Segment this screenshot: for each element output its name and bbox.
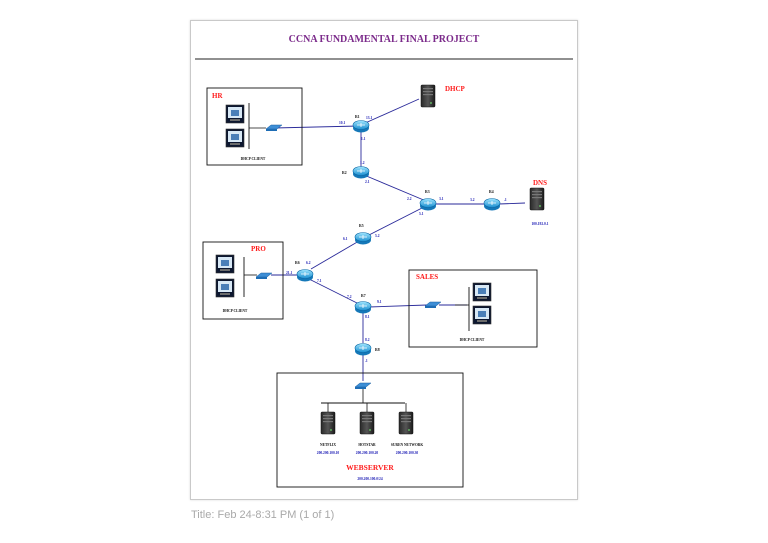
zone-pro: PRO DHCP CLIENT bbox=[202, 241, 284, 320]
if-r5-left: 6.1 bbox=[343, 237, 348, 241]
router-r7-icon bbox=[354, 301, 372, 314]
netflix-ip: 200.200.100.10 bbox=[317, 451, 340, 455]
hr-pc-1-icon bbox=[225, 104, 245, 124]
zone-pro-note: DHCP CLIENT bbox=[223, 309, 248, 313]
dns-ip: 100.192.0.1 bbox=[531, 222, 548, 226]
dhcp-server-icon bbox=[420, 84, 436, 108]
router-r4-icon bbox=[483, 198, 501, 211]
suren-network-ip: 200.200.100.30 bbox=[396, 451, 419, 455]
dhcp-server: DHCP bbox=[420, 84, 466, 108]
if-r6-down: 7.1 bbox=[317, 279, 322, 283]
hotstar-label: HOTSTAR bbox=[358, 443, 376, 447]
zone-webserver: NETFLIX HOTSTAR SUREN NETWORK 200.200.10… bbox=[276, 372, 464, 488]
router-r1-label: R1 bbox=[355, 115, 360, 119]
if-r6-left: 21.1 bbox=[286, 271, 292, 275]
dhcp-label: DHCP bbox=[445, 85, 466, 93]
if-r2-up: 1.2 bbox=[360, 161, 365, 165]
router-r4-label: R4 bbox=[489, 190, 494, 194]
if-r8-down: .1 bbox=[365, 359, 368, 363]
if-r7-down: 8.1 bbox=[365, 315, 370, 319]
router-r6: R6 bbox=[295, 261, 314, 282]
if-r7-right: 9.1 bbox=[377, 300, 382, 304]
if-r1-down: 1.1 bbox=[361, 137, 366, 141]
hr-pc-2-icon bbox=[225, 128, 245, 148]
zone-hr: HR DHCP CLIENT bbox=[206, 87, 303, 166]
netflix-server-icon bbox=[320, 411, 336, 435]
router-r1-icon bbox=[352, 120, 370, 133]
if-r8-up: 8.2 bbox=[365, 338, 370, 342]
sales-pc-2-icon bbox=[472, 305, 492, 325]
page-caption: Title: Feb 24-8:31 PM (1 of 1) bbox=[191, 509, 335, 521]
sales-pc-1-icon bbox=[472, 282, 492, 302]
interface-labels: 10.1 13.1 1.1 1.2 2.1 2.2 3.1 5.1 3.2 .1… bbox=[286, 116, 507, 363]
zone-pro-label: PRO bbox=[251, 245, 266, 253]
if-r1-right: 13.1 bbox=[366, 116, 372, 120]
pro-pc-1-icon bbox=[215, 254, 235, 274]
dns-server: DNS 100.192.0.1 bbox=[529, 179, 549, 226]
if-r3-left: 2.2 bbox=[407, 197, 412, 201]
router-r8-icon bbox=[354, 343, 372, 356]
if-r4-left: 3.2 bbox=[470, 198, 475, 202]
pro-pc-2-icon bbox=[215, 278, 235, 298]
netflix-label: NETFLIX bbox=[320, 443, 336, 447]
router-r2: R2 bbox=[342, 166, 370, 179]
router-r5-label: R5 bbox=[359, 224, 364, 228]
if-r6-up: 6.2 bbox=[306, 261, 311, 265]
pro-switch-icon bbox=[255, 272, 273, 280]
router-r7: R7 bbox=[354, 294, 372, 314]
if-r4-right: .1 bbox=[504, 198, 507, 202]
zone-hr-note: DHCP CLIENT bbox=[241, 157, 266, 161]
if-r3-down: 5.1 bbox=[419, 212, 424, 216]
network-diagram: CCNA FUNDAMENTAL FINAL PROJECT HR DHCP C… bbox=[195, 34, 573, 488]
webserver-switch-icon bbox=[354, 382, 372, 390]
router-r5-icon bbox=[354, 232, 372, 245]
router-r3-icon bbox=[419, 198, 437, 211]
zone-hr-label: HR bbox=[212, 92, 223, 100]
router-r8: R8 bbox=[354, 343, 380, 356]
router-r4: R4 bbox=[483, 190, 501, 211]
if-r1-left: 10.1 bbox=[339, 121, 345, 125]
if-r3-right: 3.1 bbox=[439, 197, 444, 201]
dns-label: DNS bbox=[533, 179, 547, 187]
router-r1: R1 bbox=[352, 115, 370, 133]
router-r6-label: R6 bbox=[295, 261, 300, 265]
router-r2-icon bbox=[352, 166, 370, 179]
router-r8-label: R8 bbox=[375, 348, 380, 352]
router-r7-label: R7 bbox=[361, 294, 366, 298]
sales-switch-icon bbox=[424, 301, 442, 309]
zone-sales-note: DHCP CLIENT bbox=[460, 338, 485, 342]
router-r3: R3 bbox=[419, 190, 437, 211]
zone-sales: SALES DHCP CLIENT bbox=[408, 269, 538, 348]
router-r2-label: R2 bbox=[342, 171, 347, 175]
router-r6-icon bbox=[296, 269, 314, 282]
webserver-network: 200.200.100.0/24 bbox=[357, 477, 382, 481]
router-r3-label: R3 bbox=[425, 190, 430, 194]
diagram-page: CCNA FUNDAMENTAL FINAL PROJECT HR DHCP C… bbox=[190, 20, 578, 500]
diagram-title: CCNA FUNDAMENTAL FINAL PROJECT bbox=[289, 34, 480, 45]
network-links bbox=[271, 98, 526, 381]
suren-network-server-icon bbox=[398, 411, 414, 435]
if-r5-up: 5.2 bbox=[375, 234, 380, 238]
zone-webserver-label: WEBSERVER bbox=[346, 463, 394, 472]
if-r7-left: 7.2 bbox=[347, 295, 352, 299]
hotstar-server-icon bbox=[359, 411, 375, 435]
if-r2-down: 2.1 bbox=[365, 180, 370, 184]
suren-network-label: SUREN NETWORK bbox=[391, 443, 423, 447]
router-r5: R5 bbox=[354, 224, 372, 245]
dns-server-icon bbox=[529, 187, 545, 211]
hotstar-ip: 200.200.100.20 bbox=[356, 451, 379, 455]
zone-sales-label: SALES bbox=[416, 273, 438, 281]
